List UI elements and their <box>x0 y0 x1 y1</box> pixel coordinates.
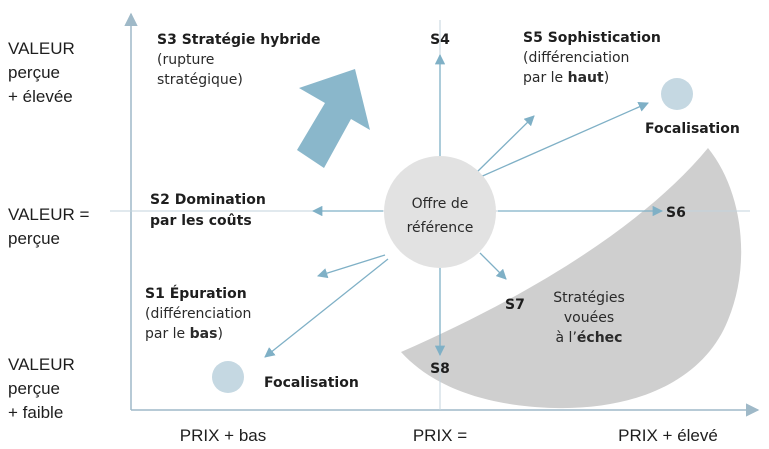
focus-circle-bottom <box>212 361 244 393</box>
y-high-line-2: perçue <box>8 63 60 82</box>
arrow-s5-a <box>475 115 535 174</box>
s8-label: S8 <box>430 361 450 377</box>
failure-line-1: Stratégies <box>553 290 625 306</box>
s5-title: S5 Sophistication <box>523 30 661 46</box>
s7-label: S7 <box>505 297 525 313</box>
arrow-s1-b <box>264 258 389 358</box>
y-low-line-1: VALEUR <box>8 355 75 374</box>
s2-line-1: S2 Domination <box>150 192 266 208</box>
y-mid-line-1: VALEUR = <box>8 205 89 224</box>
arrow-s7 <box>479 252 507 280</box>
hybrid-strategy-arrow <box>297 69 370 168</box>
s1-title: S1 Épuration <box>145 285 247 302</box>
s3-line-2: stratégique) <box>157 72 243 88</box>
x-high-label: PRIX + élevé <box>618 426 718 445</box>
s5-line-2: par le haut) <box>523 70 609 86</box>
s5-line-1: (différenciation <box>523 50 629 66</box>
x-mid-label: PRIX = <box>413 426 467 445</box>
y-high-line-3: + élevée <box>8 87 73 106</box>
center-line-1: Offre de <box>412 196 469 212</box>
s2-line-2: par les coûts <box>150 213 252 229</box>
failure-line-2: vouées <box>564 310 614 326</box>
s3-title: S3 Stratégie hybride <box>157 32 321 48</box>
arrow-s1-a <box>317 254 386 279</box>
focus-bottom-label: Focalisation <box>264 375 359 391</box>
focus-circle-top <box>661 78 693 110</box>
focus-top-label: Focalisation <box>645 121 740 137</box>
arrow-s5-b <box>477 102 649 179</box>
x-low-label: PRIX + bas <box>180 426 266 445</box>
failure-line-3: à l’échec <box>556 330 623 346</box>
y-mid-line-2: perçue <box>8 229 60 248</box>
center-line-2: référence <box>407 220 474 236</box>
s3-line-1: (rupture <box>157 52 214 68</box>
y-high-line-1: VALEUR <box>8 39 75 58</box>
s6-label: S6 <box>666 205 686 221</box>
s1-line-1: (différenciation <box>145 306 251 322</box>
s1-line-2: par le bas) <box>145 326 223 342</box>
y-low-line-2: perçue <box>8 379 60 398</box>
s4-label: S4 <box>430 32 450 48</box>
reference-offer-circle <box>384 156 496 268</box>
y-low-line-3: + faible <box>8 403 63 422</box>
